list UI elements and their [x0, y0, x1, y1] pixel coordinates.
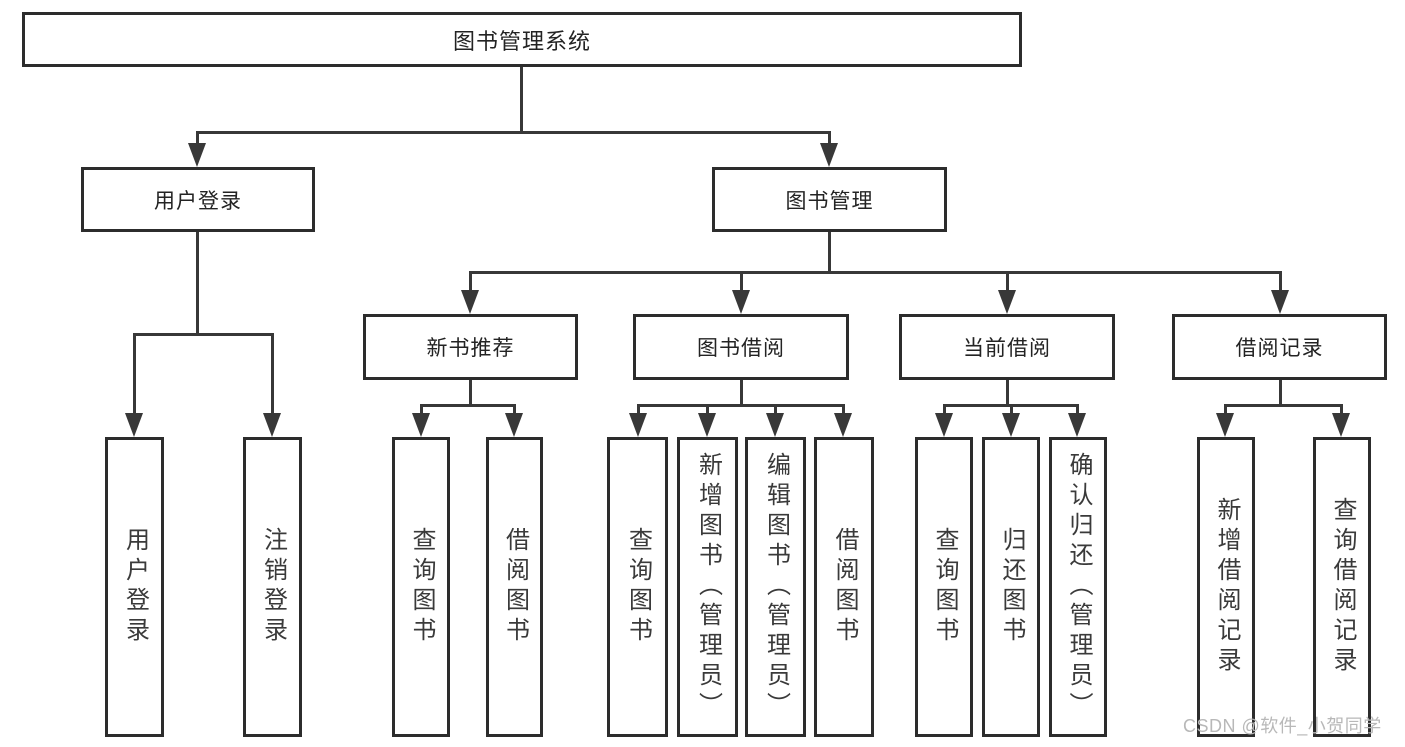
leaf-confirm-return-admin: 确认归还（管理员） — [1049, 437, 1107, 737]
node-book-management: 图书管理 — [712, 167, 947, 232]
connector-line — [828, 131, 831, 149]
arrow-down-icon — [412, 413, 430, 437]
arrow-down-icon — [1216, 413, 1234, 437]
connector-line — [196, 230, 199, 336]
arrow-down-icon — [935, 413, 953, 437]
leaf-edit-books-admin: 编辑图书（管理员） — [745, 437, 806, 737]
connector-line — [469, 271, 472, 293]
connector-line — [1010, 404, 1013, 418]
arrow-down-icon — [1068, 413, 1086, 437]
node-user-login: 用户登录 — [81, 167, 315, 232]
leaf-logout: 注销登录 — [243, 437, 302, 737]
connector-line — [520, 67, 523, 134]
connector-line — [513, 404, 516, 418]
arrow-down-icon — [834, 413, 852, 437]
connector-line — [774, 404, 777, 418]
arrow-down-icon — [766, 413, 784, 437]
connector-line — [842, 404, 845, 418]
connector-line — [637, 404, 844, 407]
connector-line — [1224, 404, 1227, 418]
arrow-down-icon — [1271, 290, 1289, 314]
connector-line — [196, 131, 199, 149]
leaf-add-borrow-record: 新增借阅记录 — [1197, 437, 1255, 737]
node-current-borrowing: 当前借阅 — [899, 314, 1115, 380]
arrow-down-icon — [505, 413, 523, 437]
connector-line — [1076, 404, 1079, 418]
connector-line — [706, 404, 709, 418]
connector-line — [420, 404, 515, 407]
connector-line — [1006, 378, 1009, 407]
leaf-borrow-books: 借阅图书 — [814, 437, 874, 737]
leaf-query-books-recommend: 查询图书 — [392, 437, 450, 737]
arrow-down-icon — [998, 290, 1016, 314]
connector-line — [271, 333, 274, 417]
connector-line — [1340, 404, 1343, 418]
connector-line — [943, 404, 946, 418]
leaf-query-books-current: 查询图书 — [915, 437, 973, 737]
node-book-borrowing: 图书借阅 — [633, 314, 849, 380]
arrow-down-icon — [732, 290, 750, 314]
connector-line — [1279, 378, 1282, 407]
leaf-add-books-admin: 新增图书（管理员） — [677, 437, 738, 737]
arrow-down-icon — [461, 290, 479, 314]
connector-line — [420, 404, 423, 418]
connector-line — [637, 404, 640, 418]
arrow-down-icon — [820, 143, 838, 167]
connector-line — [1224, 404, 1342, 407]
connector-line — [1006, 271, 1009, 293]
connector-line — [1279, 271, 1282, 293]
arrow-down-icon — [1002, 413, 1020, 437]
arrow-down-icon — [188, 143, 206, 167]
connector-line — [828, 230, 831, 274]
node-library-management-system: 图书管理系统 — [22, 12, 1022, 67]
leaf-return-books: 归还图书 — [982, 437, 1040, 737]
leaf-borrow-books-recommend: 借阅图书 — [486, 437, 543, 737]
leaf-user-login: 用户登录 — [105, 437, 164, 737]
arrow-down-icon — [263, 413, 281, 437]
connector-line — [740, 378, 743, 407]
connector-line — [469, 271, 1281, 274]
leaf-query-books-borrow: 查询图书 — [607, 437, 668, 737]
connector-line — [196, 131, 831, 134]
connector-line — [133, 333, 136, 417]
node-new-book-recommend: 新书推荐 — [363, 314, 578, 380]
connector-line — [133, 333, 274, 336]
arrow-down-icon — [629, 413, 647, 437]
arrow-down-icon — [1332, 413, 1350, 437]
leaf-query-borrow-record: 查询借阅记录 — [1313, 437, 1371, 737]
watermark: CSDN @软件_小贺同学 — [1183, 716, 1382, 736]
connector-line — [469, 378, 472, 407]
arrow-down-icon — [125, 413, 143, 437]
node-borrowing-records: 借阅记录 — [1172, 314, 1387, 380]
arrow-down-icon — [698, 413, 716, 437]
connector-line — [740, 271, 743, 293]
